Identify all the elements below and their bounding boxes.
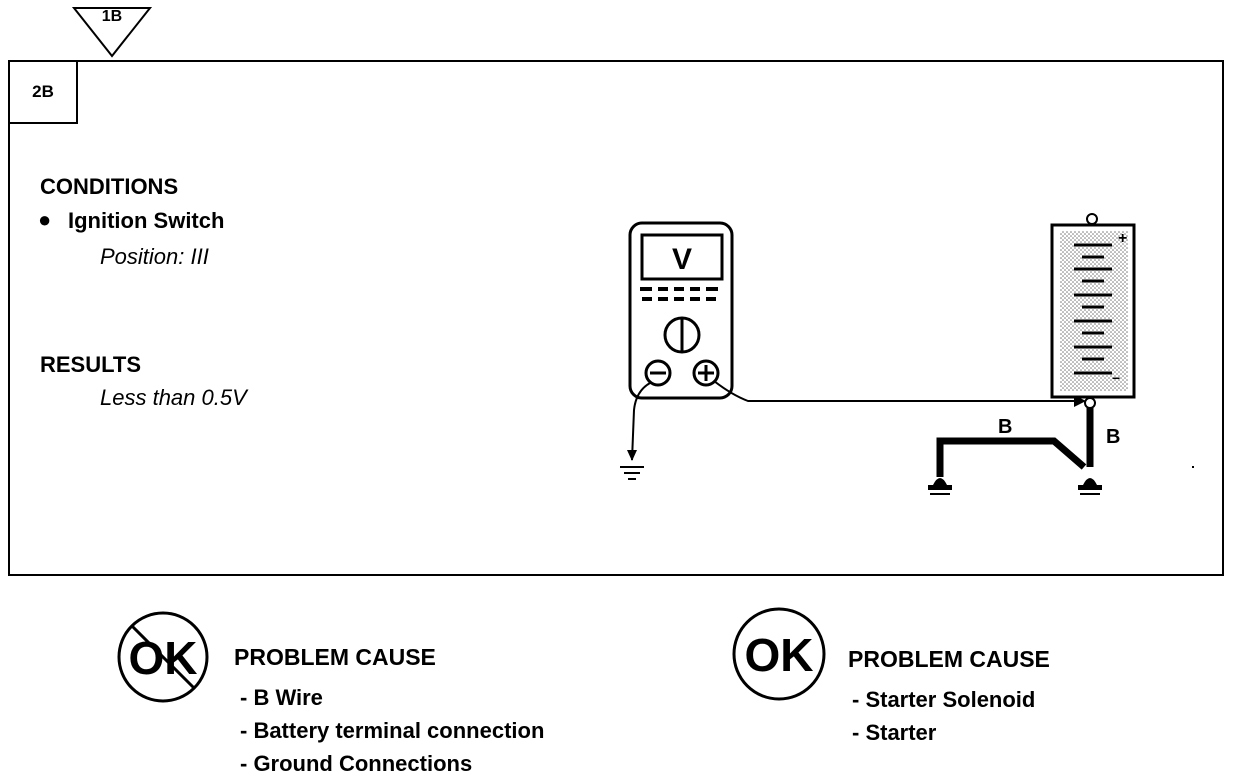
step-number-box: 2B	[8, 60, 78, 124]
test-panel	[8, 60, 1224, 576]
battery-positive-post-icon	[1086, 213, 1098, 225]
not-ok-problem-heading: PROBLEM CAUSE	[234, 644, 436, 670]
wire-label-left: B	[998, 416, 1012, 438]
b-wire-horizontal	[936, 437, 1087, 477]
flow-triangle-icon	[71, 7, 153, 58]
ok-badge-icon: OK	[732, 607, 826, 701]
battery-plus-label: +	[1118, 230, 1127, 247]
results-heading: RESULTS	[40, 352, 142, 377]
positive-test-lead	[713, 380, 1080, 402]
battery-minus-label: −	[1112, 370, 1120, 386]
results-value: Less than 0.5V	[100, 385, 247, 410]
not-ok-cause-1: - B Wire	[240, 685, 323, 710]
battery-negative-post-icon	[1084, 397, 1096, 409]
conditions-heading: CONDITIONS	[40, 174, 179, 199]
not-ok-badge-icon: OK	[117, 611, 209, 703]
not-ok-cause-3: - Ground Connections	[240, 751, 473, 776]
chassis-ground-icon	[620, 466, 644, 480]
svg-text:OK: OK	[745, 629, 814, 681]
circuit-diagram: V	[620, 213, 1136, 495]
multimeter-label: V	[672, 243, 692, 276]
wire-label-right: B	[1106, 426, 1120, 448]
conditions-bullet: ●	[38, 207, 52, 232]
multimeter-buttons	[640, 287, 718, 301]
ok-cause-2: - Starter	[852, 720, 937, 745]
ok-cause-1: - Starter Solenoid	[852, 687, 1036, 712]
previous-step-label: 1B	[101, 8, 123, 25]
body-ground-right-icon	[1078, 478, 1102, 495]
conditions-item: Ignition Switch	[68, 208, 225, 233]
not-ok-cause-2: - Battery terminal connection	[240, 718, 545, 743]
conditions-detail: Position: III	[100, 244, 209, 269]
scan-dot	[1192, 466, 1194, 468]
battery-cells-icon	[1074, 243, 1112, 375]
ok-problem-heading: PROBLEM CAUSE	[848, 646, 1050, 672]
multimeter-display	[640, 233, 724, 281]
body-ground-left-icon	[928, 478, 952, 495]
negative-test-lead	[631, 382, 651, 461]
